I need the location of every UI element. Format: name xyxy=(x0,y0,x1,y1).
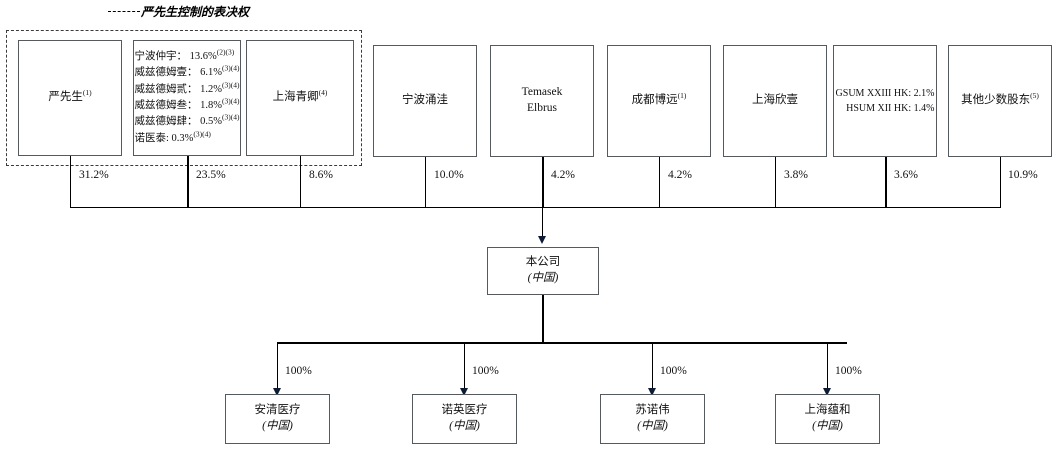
connector-shanghai-yunhe xyxy=(827,342,829,392)
entity-box-other-minority[interactable]: 其他少数股东(5) xyxy=(948,45,1052,157)
entity-name-yan: 严先生 xyxy=(48,91,83,104)
shareholder-line: 宁波仲宇： 13.6%(2)(3) xyxy=(134,47,235,63)
ownership-pct-sunuowei: 100% xyxy=(660,365,687,377)
company-outflow-connector xyxy=(542,295,544,343)
connector-arrow-sunuowei-icon xyxy=(648,388,656,396)
control-group-caption: 严先生控制的表决权 xyxy=(141,5,250,19)
company-jurisdiction: (中国) xyxy=(527,272,559,284)
connector-nuoying xyxy=(464,342,466,392)
ownership-pct-other-minority: 10.9% xyxy=(1008,169,1038,181)
entity-footnote-shanghai-qingqing: (4) xyxy=(318,88,328,98)
shareholder-line: 威兹德姆贰： 1.2%(3)(4) xyxy=(134,80,240,95)
connector-yan xyxy=(70,156,72,208)
subsidiary-name-nuoying: 诺英医疗 xyxy=(441,404,488,417)
subsidiary-box-sunuowei[interactable]: 苏诺伟 (中国) xyxy=(600,394,705,444)
connector-arrow-anqing-icon xyxy=(273,388,281,396)
subsidiary-box-nuoying[interactable]: 诺英医疗 (中国) xyxy=(412,394,517,444)
connector-other-minority xyxy=(1000,157,1002,208)
connector-shanghai-xinyi xyxy=(775,157,777,208)
entity-name-shanghai-qingqing: 上海青卿 xyxy=(272,91,319,104)
control-group-dashed-boundary xyxy=(6,30,362,166)
entity-box-yan[interactable]: 严先生(1) xyxy=(18,40,122,156)
ownership-pct-gsum-hsum: 3.6% xyxy=(894,169,918,181)
connector-anqing xyxy=(277,342,279,392)
subsidiary-name-sunuowei: 苏诺伟 xyxy=(635,404,670,417)
ownership-pct-chengdu-boyuan: 4.2% xyxy=(668,169,692,181)
ownership-pct-nuoying: 100% xyxy=(472,365,499,377)
lower-bus-line xyxy=(277,342,847,344)
entity-footnote-other-minority: (5) xyxy=(1030,91,1039,101)
subsidiary-jurisdiction-sunuowei: (中国) xyxy=(637,420,668,432)
entity-footnote-yan: (1) xyxy=(82,88,92,98)
entity-name-chengdu-boyuan: 成都博远 xyxy=(631,94,678,107)
shareholder-line: 威兹德姆壹： 6.1%(3)(4) xyxy=(134,63,240,79)
ownership-pct-shanghai-yunhe: 100% xyxy=(835,365,862,377)
subsidiary-name-anqing: 安清医疗 xyxy=(254,404,301,417)
entity-name-shanghai-xinyi: 上海欣壹 xyxy=(752,94,798,107)
shareholder-line: 诺医泰: 0.3%(3)(4) xyxy=(134,129,211,144)
shareholder-line: HSUM XII HK: 1.4% xyxy=(846,103,935,114)
connector-ningbo-zhongyu-group xyxy=(187,156,189,208)
ownership-pct-ningbo-zhongyu-group: 23.5% xyxy=(196,169,226,181)
subsidiary-name-shanghai-yunhe: 上海蕴和 xyxy=(804,404,851,417)
connector-temasek-elbrus xyxy=(542,157,544,208)
connector-gsum-hsum xyxy=(885,157,887,208)
entity-box-ningbo-yongzhu[interactable]: 宁波涌洼 xyxy=(373,45,477,157)
ownership-pct-yan: 31.2% xyxy=(79,169,109,181)
connector-chengdu-boyuan xyxy=(659,157,661,208)
subsidiary-jurisdiction-anqing: (中国) xyxy=(262,420,293,432)
connector-arrow-shanghai-yunhe-icon xyxy=(823,388,831,396)
entity-box-temasek-elbrus[interactable]: Temasek Elbrus xyxy=(490,45,594,157)
subsidiary-box-shanghai-yunhe[interactable]: 上海蕴和 (中国) xyxy=(775,394,880,444)
control-group-leader-line xyxy=(108,11,140,12)
company-name: 本公司 xyxy=(525,256,561,269)
connector-shanghai-qingqing xyxy=(300,156,302,208)
entity-name-other-minority: 其他少数股东 xyxy=(961,94,1031,107)
ownership-pct-anqing: 100% xyxy=(285,365,312,377)
ownership-pct-temasek-elbrus: 4.2% xyxy=(551,169,575,181)
entity-box-chengdu-boyuan[interactable]: 成都博远(1) xyxy=(607,45,711,157)
shareholder-line: 威兹德姆肆： 0.5%(3)(4) xyxy=(134,112,240,128)
company-inflow-arrow-icon xyxy=(538,236,546,244)
ownership-pct-ningbo-yongzhu: 10.0% xyxy=(434,169,464,181)
entity-name-ningbo-yongzhu: 宁波涌洼 xyxy=(402,94,448,107)
subsidiary-jurisdiction-shanghai-yunhe: (中国) xyxy=(812,420,843,432)
subsidiary-jurisdiction-nuoying: (中国) xyxy=(449,420,480,432)
connector-sunuowei xyxy=(652,342,654,392)
entity-box-ningbo-zhongyu-group[interactable]: 宁波仲宇： 13.6%(2)(3) 威兹德姆壹： 6.1%(3)(4) 威兹德姆… xyxy=(133,40,241,156)
shareholder-line: GSUM XXIII HK: 2.1% xyxy=(835,87,935,99)
entity-footnote-chengdu-boyuan: (1) xyxy=(677,91,687,101)
ownership-pct-shanghai-xinyi: 3.8% xyxy=(784,169,808,181)
company-inflow-connector xyxy=(542,207,544,238)
entity-name-temasek-elbrus: Temasek Elbrus xyxy=(521,86,563,114)
connector-arrow-nuoying-icon xyxy=(460,388,468,396)
connector-ningbo-yongzhu xyxy=(425,157,427,208)
entity-box-shanghai-xinyi[interactable]: 上海欣壹 xyxy=(723,45,827,157)
ownership-pct-shanghai-qingqing: 8.6% xyxy=(309,169,333,181)
subsidiary-box-anqing[interactable]: 安清医疗 (中国) xyxy=(225,394,330,444)
entity-box-gsum-hsum[interactable]: GSUM XXIII HK: 2.1% HSUM XII HK: 1.4% xyxy=(833,45,937,157)
entity-box-shanghai-qingqing[interactable]: 上海青卿(4) xyxy=(246,40,354,156)
shareholder-line: 威兹德姆叁： 1.8%(3)(4) xyxy=(134,96,240,111)
upper-bus-line xyxy=(70,207,1001,209)
company-box[interactable]: 本公司 (中国) xyxy=(487,247,599,295)
